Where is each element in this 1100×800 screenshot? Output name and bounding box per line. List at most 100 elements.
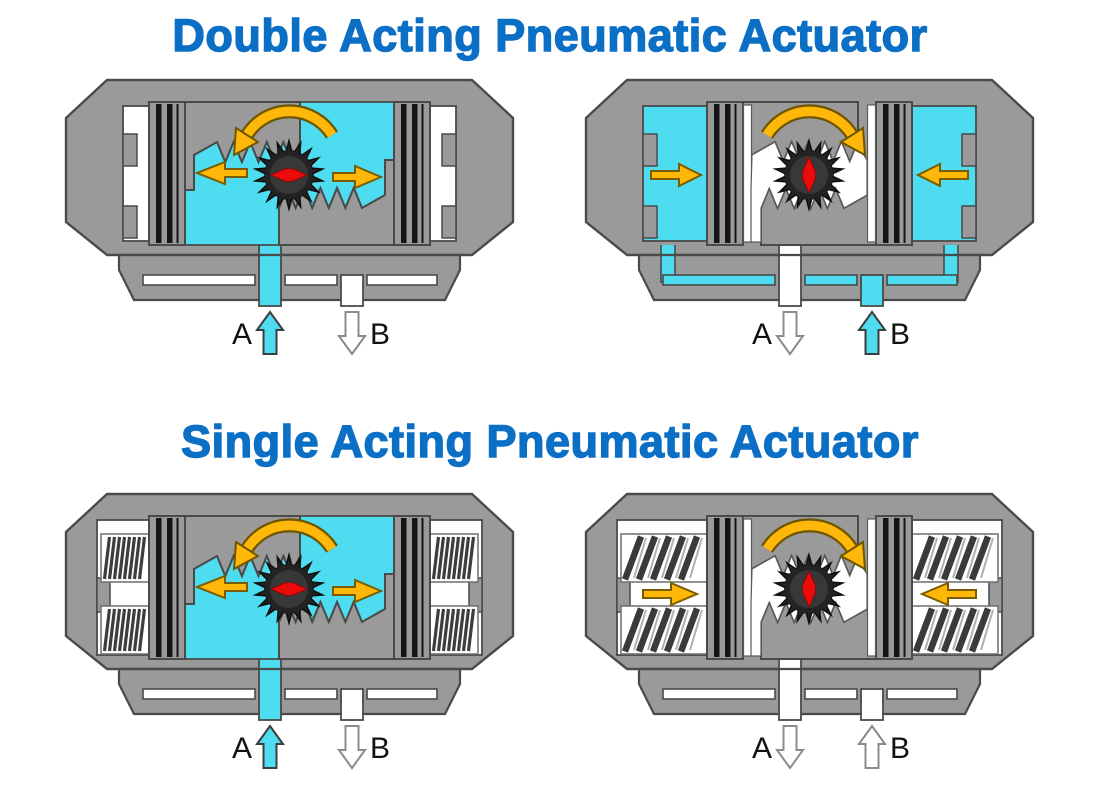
vented-gap bbox=[866, 104, 877, 243]
port-a-arrow-icon bbox=[255, 310, 285, 355]
piston-seal bbox=[725, 518, 731, 657]
bottom-air-gallery bbox=[804, 274, 858, 286]
spring-coil-back bbox=[647, 537, 661, 579]
spring-coil bbox=[451, 536, 461, 580]
bottom-air-gallery bbox=[366, 274, 438, 286]
port-a-channel bbox=[778, 237, 802, 307]
spring-coil-back bbox=[980, 609, 994, 651]
spring-coil-back bbox=[675, 537, 689, 579]
piston-seal bbox=[734, 518, 737, 657]
bottom-air-gallery bbox=[142, 688, 256, 700]
piston-motion-arrow-left-icon bbox=[194, 574, 248, 600]
rotation-arrow-icon bbox=[242, 520, 337, 552]
port-b-channel bbox=[340, 274, 364, 307]
rotation-arrow-icon bbox=[762, 106, 857, 138]
spring-coil bbox=[137, 608, 147, 652]
title-double-acting: Double Acting Pneumatic Actuator bbox=[172, 9, 928, 61]
spring-coil bbox=[107, 536, 117, 580]
indicator-center bbox=[283, 169, 295, 181]
spring-coil-back bbox=[924, 537, 938, 579]
rotation-arrow-head-icon bbox=[232, 540, 260, 571]
spring-coil-back bbox=[938, 537, 952, 579]
rotation-arrow-head-icon bbox=[839, 540, 867, 571]
piston-seal bbox=[734, 104, 737, 243]
spring-coil bbox=[940, 535, 964, 581]
port-b-channel bbox=[860, 274, 884, 307]
vented-gap bbox=[742, 518, 753, 657]
spring-coil bbox=[940, 607, 964, 653]
end-cap-step bbox=[122, 205, 138, 239]
spring-coil bbox=[441, 536, 451, 580]
piston-motion-arrow-right-icon bbox=[332, 164, 384, 190]
piston-seal bbox=[412, 104, 418, 243]
spring-coil bbox=[968, 535, 992, 581]
end-cap-step bbox=[642, 205, 658, 239]
port-a-arrow-icon bbox=[255, 724, 285, 769]
port-a-label: A bbox=[752, 732, 772, 765]
port-a-label: A bbox=[232, 318, 252, 351]
spring-coil bbox=[107, 608, 117, 652]
spring-coil bbox=[122, 536, 132, 580]
body-outline bbox=[64, 78, 515, 257]
spring-coil-back bbox=[952, 537, 966, 579]
piston-seal bbox=[176, 104, 179, 243]
port-b-label: B bbox=[370, 732, 390, 765]
spring-coil-back bbox=[966, 609, 980, 651]
spring-coil-back bbox=[924, 609, 938, 651]
piston-seal bbox=[714, 518, 720, 657]
spring-coil bbox=[649, 535, 673, 581]
piston-seal bbox=[714, 104, 720, 243]
port-b-channel bbox=[860, 688, 884, 721]
bottom-air-gallery bbox=[662, 274, 776, 286]
spring-coil-back bbox=[675, 609, 689, 651]
piston-seal bbox=[421, 518, 424, 657]
port-b-channel bbox=[340, 688, 364, 721]
spring-coil bbox=[446, 536, 456, 580]
port-a-channel bbox=[778, 651, 802, 721]
rotation-arrow-icon bbox=[242, 106, 337, 138]
spring-coil-back bbox=[980, 537, 994, 579]
spring-coil bbox=[441, 608, 451, 652]
spring-coil bbox=[461, 608, 471, 652]
bottom-air-gallery bbox=[662, 688, 776, 700]
end-cap-step bbox=[642, 133, 658, 167]
spring-coil-back bbox=[952, 609, 966, 651]
spring-coil bbox=[677, 607, 701, 653]
spring-coil bbox=[649, 607, 673, 653]
piston-motion-arrow-left-icon bbox=[194, 160, 248, 186]
spring-coil bbox=[677, 535, 701, 581]
port-a-label: A bbox=[232, 732, 252, 765]
spring-coil-back bbox=[633, 537, 647, 579]
port-b-arrow-icon bbox=[337, 311, 367, 356]
piston-seal bbox=[903, 518, 906, 657]
body-outline bbox=[64, 492, 515, 671]
spring-coil bbox=[436, 608, 446, 652]
spring-coil bbox=[635, 607, 659, 653]
bottom-air-gallery bbox=[366, 688, 438, 700]
spring-coil bbox=[926, 535, 950, 581]
spring-coil bbox=[431, 536, 441, 580]
spring-coil bbox=[127, 608, 137, 652]
spring-coil bbox=[137, 536, 147, 580]
piston-seal bbox=[167, 104, 173, 243]
bottom-air-gallery bbox=[284, 688, 338, 700]
spring-coil-back bbox=[633, 609, 647, 651]
rotation-arrow-head-icon bbox=[232, 126, 260, 157]
port-b-arrow-icon bbox=[337, 725, 367, 770]
spring-coil bbox=[132, 608, 142, 652]
end-cap-step bbox=[441, 133, 457, 167]
end-cap-step bbox=[122, 133, 138, 167]
port-a-label: A bbox=[752, 318, 772, 351]
spring-coil bbox=[102, 608, 112, 652]
port-b-arrow-icon bbox=[857, 310, 887, 355]
spring-coil bbox=[663, 535, 687, 581]
spring-coil bbox=[912, 607, 936, 653]
piston-motion-arrow-right-icon bbox=[919, 581, 977, 607]
spring-coil bbox=[456, 536, 466, 580]
spring-coil bbox=[431, 608, 441, 652]
piston-seal bbox=[156, 518, 162, 657]
